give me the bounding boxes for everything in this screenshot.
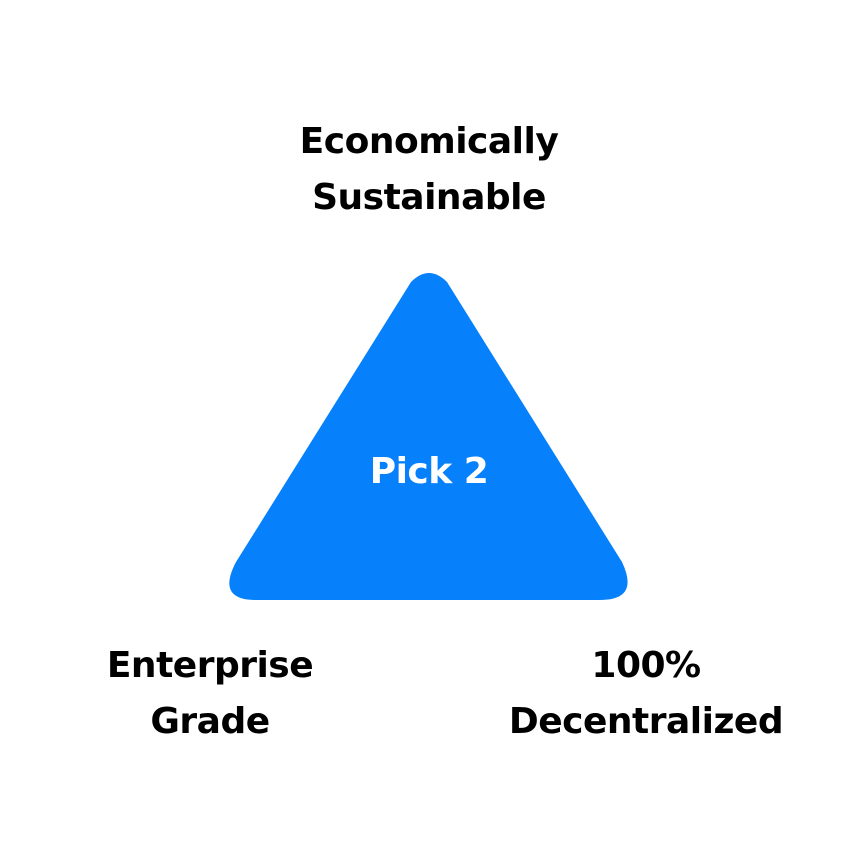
label-decentralized: 100% Decentralized xyxy=(486,638,806,750)
rounded-triangle xyxy=(229,273,628,600)
label-top-line2: Sustainable xyxy=(312,176,546,218)
center-label: Pick 2 xyxy=(369,451,489,492)
label-top-line1: Economically xyxy=(299,121,559,162)
label-economically-sustainable: Economically Sustainable xyxy=(229,114,629,226)
label-left-line1: Enterprise xyxy=(106,645,314,686)
label-right-line1: 100% xyxy=(591,645,701,686)
label-left-line2: Grade xyxy=(150,700,270,742)
label-right-line2: Decentralized xyxy=(508,700,784,742)
label-enterprise-grade: Enterprise Grade xyxy=(60,638,360,750)
